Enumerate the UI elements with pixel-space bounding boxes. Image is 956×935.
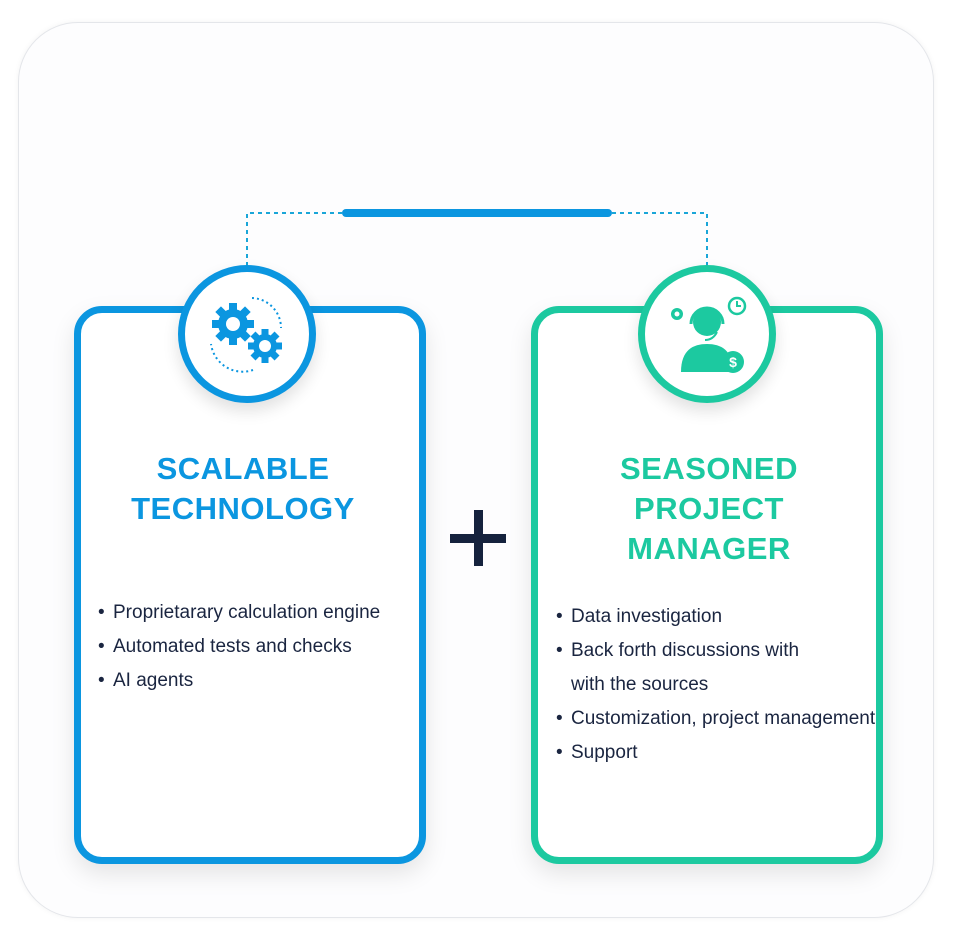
dashed-connector xyxy=(246,212,708,266)
list-item: Support xyxy=(556,736,875,770)
support-agent-icon: $ xyxy=(671,296,747,373)
list-item: Back forth discussions with xyxy=(556,634,875,668)
title-line: PROJECT xyxy=(634,491,784,526)
list-item: AI agents xyxy=(98,664,380,698)
list-item: Customization, project management xyxy=(556,702,875,736)
title-line: TECHNOLOGY xyxy=(131,491,355,526)
title-line: SEASONED xyxy=(620,451,798,486)
title-line: SCALABLE xyxy=(156,451,330,486)
technology-title: SCALABLE TECHNOLOGY xyxy=(74,449,412,529)
manager-bullet-list: Data investigation Back forth discussion… xyxy=(556,600,875,770)
manager-title: SEASONED PROJECT MANAGER xyxy=(531,449,887,569)
technology-icon-badge xyxy=(178,265,316,403)
manager-icon-badge: $ xyxy=(638,265,776,403)
list-item: Data investigation xyxy=(556,600,875,634)
list-item: Proprietarary calculation engine xyxy=(98,596,380,630)
title-line: MANAGER xyxy=(627,531,791,566)
plus-icon xyxy=(450,510,506,566)
technology-bullet-list: Proprietarary calculation engine Automat… xyxy=(98,596,380,698)
gears-cycle-icon xyxy=(210,297,282,373)
list-item: Automated tests and checks xyxy=(98,630,380,664)
svg-text:$: $ xyxy=(729,354,737,370)
list-item-continuation: with the sources xyxy=(571,674,709,695)
